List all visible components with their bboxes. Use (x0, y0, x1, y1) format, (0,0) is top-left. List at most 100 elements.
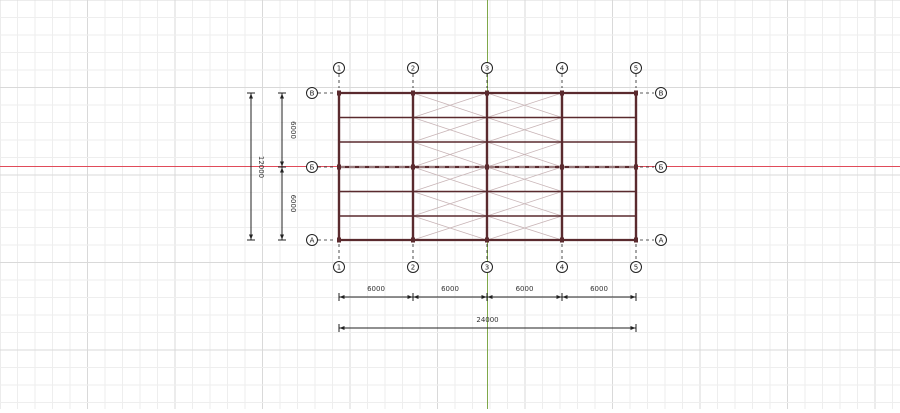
axis-label: A (310, 237, 315, 245)
axis-bubble-circle (556, 62, 568, 74)
axis-bubble: B (655, 87, 667, 99)
dim-label-row: 6000 (289, 121, 297, 139)
axis-label: Б (310, 164, 315, 172)
axis-bubble: B (306, 87, 318, 99)
axis-label: 1 (337, 264, 341, 272)
axis-bubble-circle (306, 161, 318, 173)
dim-arrow (630, 326, 636, 330)
column-plate (634, 90, 638, 96)
dim-arrow (249, 93, 253, 99)
axis-bubble: 1 (333, 261, 345, 273)
dim-arrow (481, 295, 487, 299)
dim-arrow (487, 295, 493, 299)
brace-line (486, 141, 563, 168)
axis-bubble: Б (655, 161, 667, 173)
dim-label-bay: 6000 (441, 285, 459, 293)
axis-bubble-circle (655, 87, 667, 99)
axis-bubble: 5 (630, 62, 642, 74)
dim-arrow (407, 295, 413, 299)
dim-arrow (339, 295, 345, 299)
dim-arrow (280, 167, 284, 173)
column-plate (337, 237, 341, 243)
cross-bracing (412, 92, 563, 241)
axis-label: 2 (411, 264, 415, 272)
dim-arrow (413, 295, 419, 299)
dim-label-bay: 6000 (367, 285, 385, 293)
axis-bubble-circle (556, 261, 568, 273)
axis-bubble-circle (655, 161, 667, 173)
axis-bubble: 2 (407, 62, 419, 74)
axis-bubble: Б (306, 161, 318, 173)
brace-line (486, 92, 563, 118)
axis-bubble: 4 (556, 261, 568, 273)
column-plate (485, 164, 489, 170)
beams (337, 90, 638, 243)
axis-bubble: A (655, 234, 667, 246)
brace-line (412, 166, 488, 192)
axis-bubble-circle (333, 261, 345, 273)
axis-bubble-circle (481, 62, 493, 74)
axis-bubble-circle (655, 234, 667, 246)
axis-bubble-circle (306, 234, 318, 246)
axis-bubble-circle (630, 261, 642, 273)
dim-arrow (280, 161, 284, 167)
brace-line (412, 117, 488, 143)
brace-line (412, 92, 488, 118)
column-plate (634, 164, 638, 170)
axis-bubble: 3 (481, 261, 493, 273)
column-plate (485, 90, 489, 96)
axis-label: 4 (560, 264, 565, 272)
column-plate (485, 237, 489, 243)
brace-line (486, 191, 563, 217)
column-plate (560, 164, 564, 170)
axis-label: B (310, 90, 315, 98)
axis-bubble: 5 (630, 261, 642, 273)
axis-bubble-circle (306, 87, 318, 99)
dim-arrow (339, 326, 345, 330)
axis-bubble: 1 (333, 62, 345, 74)
column-plate (411, 164, 415, 170)
axis-bubble: 2 (407, 261, 419, 273)
brace-line (412, 191, 488, 217)
axis-bubble-circle (333, 62, 345, 74)
brace-line (486, 166, 563, 192)
brace-line (486, 215, 563, 241)
axis-bubble: 3 (481, 62, 493, 74)
axis-bubble-circle (407, 62, 419, 74)
brace-line (486, 117, 563, 143)
column-plate (634, 237, 638, 243)
column-plate (337, 90, 341, 96)
axis-label: 5 (634, 65, 638, 73)
dim-arrow (562, 295, 568, 299)
column-plate (337, 164, 341, 170)
dim-arrow (249, 234, 253, 240)
axis-label: 3 (485, 264, 489, 272)
dim-label-row: 6000 (289, 195, 297, 213)
dim-arrow (556, 295, 562, 299)
dim-arrow (280, 93, 284, 99)
axis-label: 4 (560, 65, 565, 73)
axis-bubble-circle (481, 261, 493, 273)
axis-label: A (659, 237, 664, 245)
dim-label-bay: 6000 (590, 285, 608, 293)
dim-label-total: 24000 (476, 316, 498, 324)
axis-bubble: A (306, 234, 318, 246)
axis-bubble-circle (407, 261, 419, 273)
column-plate (560, 237, 564, 243)
axis-bubble-circle (630, 62, 642, 74)
axis-bubble: 4 (556, 62, 568, 74)
axis-label: Б (659, 164, 664, 172)
column-plate (411, 237, 415, 243)
column-plate (560, 90, 564, 96)
dim-arrow (630, 295, 636, 299)
brace-line (412, 215, 488, 241)
dim-label-bay: 6000 (516, 285, 534, 293)
axis-label: 5 (634, 264, 638, 272)
axis-label: B (659, 90, 664, 98)
